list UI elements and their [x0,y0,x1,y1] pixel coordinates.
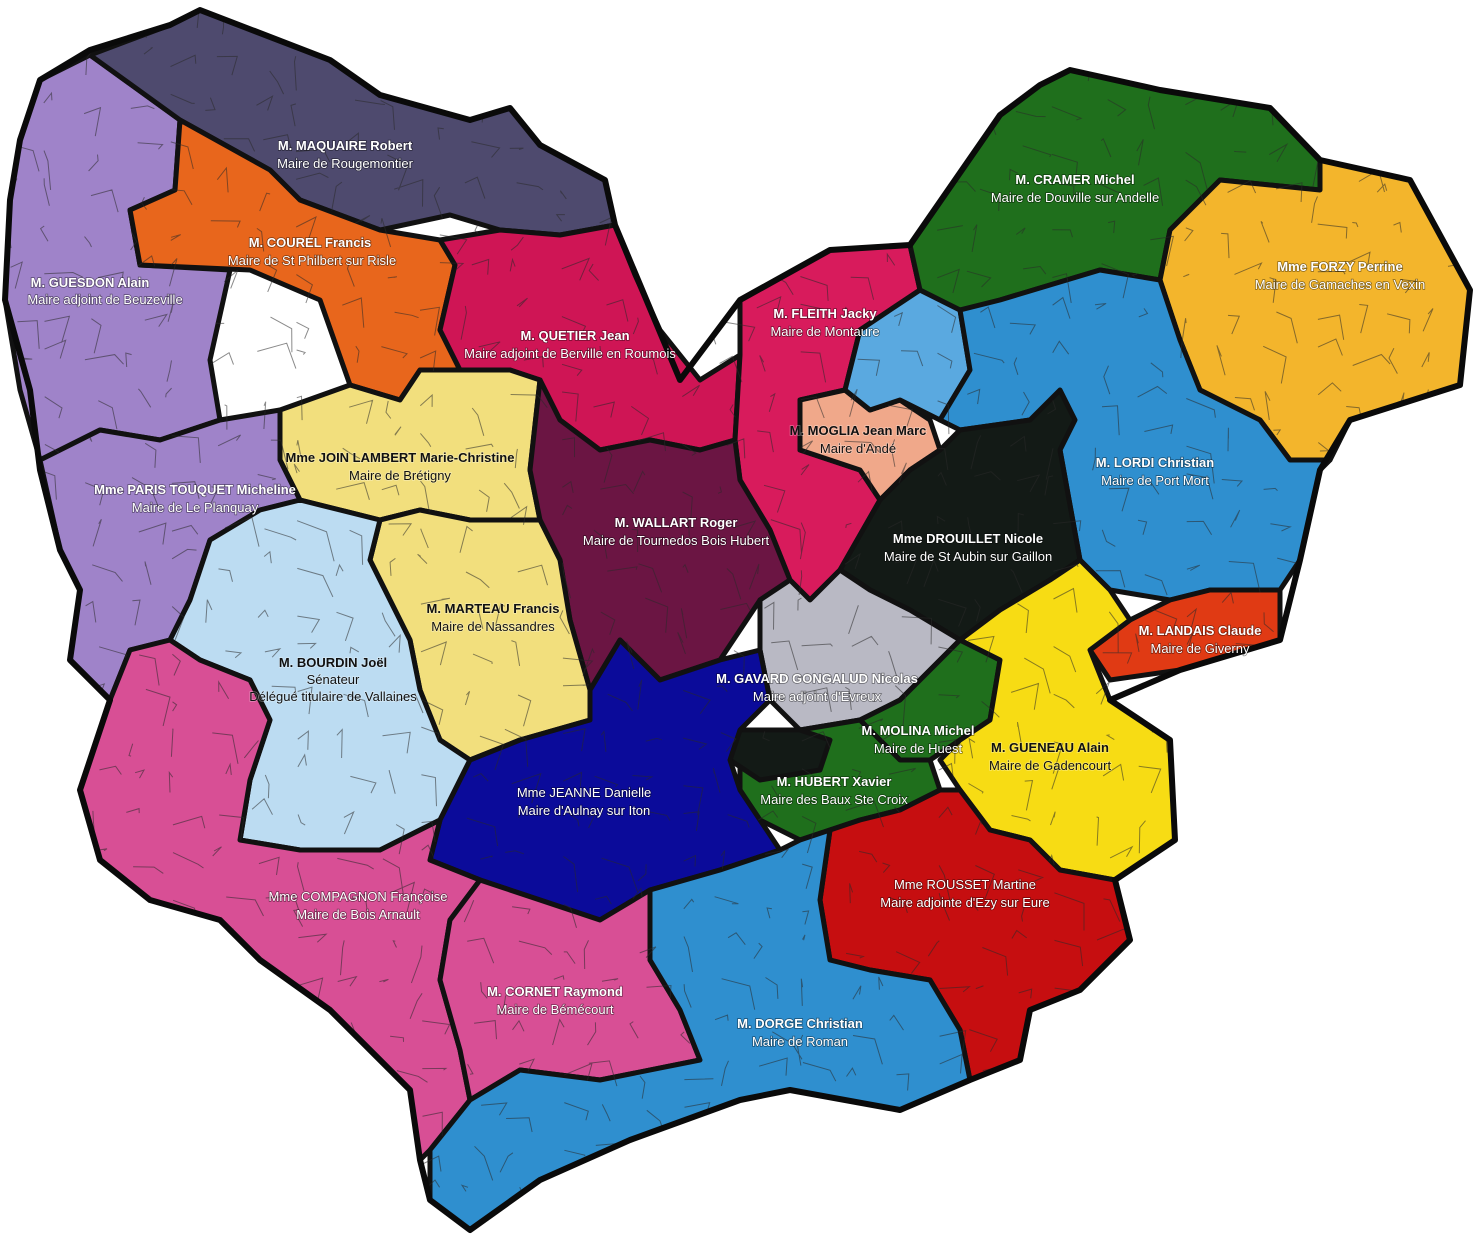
label-title: Maire de St Aubin sur Gaillon [884,549,1052,564]
label-title: Maire adjointe d'Ezy sur Eure [880,895,1049,910]
region-black-small[interactable] [727,727,833,783]
label-name: M. BOURDIN Joël [279,655,387,670]
label-title: Maire adjoint de Beuzeville [27,292,182,307]
label-name: M. MARTEAU Francis [427,601,560,616]
label-title: Sénateur [307,672,360,687]
label-title: Maire de Bémécourt [496,1002,613,1017]
label-title: Maire de Huest [874,741,963,756]
label-title: Maire de Gadencourt [989,758,1112,773]
label-title: Maire de Montaure [770,324,879,339]
label-title: Maire de Bois Arnault [296,907,420,922]
label-name: M. WALLART Roger [615,515,738,530]
canton-regions [2,7,1473,1233]
label-name: M. GUESDON Alain [31,275,150,290]
label-name: M. CORNET Raymond [487,984,623,999]
label-title: Maire de Roman [752,1034,848,1049]
label-name: M. MAQUAIRE Robert [278,138,413,153]
label-name: Mme JOIN LAMBERT Marie-Christine [286,450,515,465]
label-title: Maire adjoint de Berville en Roumois [464,346,676,361]
region-joinlambert[interactable] [277,367,543,523]
label-name: Mme JEANNE Danielle [517,785,651,800]
label-title: Maire des Baux Ste Croix [760,792,908,807]
label-name: M. MOLINA Michel [862,723,975,738]
label-title: Maire d'Andé [820,441,896,456]
label-name: M. DORGE Christian [737,1016,863,1031]
label-name: M. QUETIER Jean [520,328,629,343]
label-name: Mme ROUSSET Martine [894,877,1036,892]
label-name: M. MOGLIA Jean Marc [790,423,927,438]
label-name: M. LANDAIS Claude [1139,623,1262,638]
label-name: Mme DROUILLET Nicole [893,531,1043,546]
label-name: M. LORDI Christian [1096,455,1215,470]
label-title: Maire de Nassandres [431,619,555,634]
label-name: Mme COMPAGNON Françoise [269,889,448,904]
label-name: Mme PARIS TOUQUET Micheline [94,482,296,497]
label-name: M. GUENEAU Alain [991,740,1109,755]
label-title: Maire de Brétigny [349,468,451,483]
label-title: Maire de Giverny [1151,641,1250,656]
label-title: Maire de Gamaches en Vexin [1255,277,1426,292]
label-name: M. COUREL Francis [249,235,372,250]
label-title: Maire de Port Mort [1101,473,1209,488]
label-name: M. HUBERT Xavier [777,774,892,789]
label-name: M. CRAMER Michel [1015,172,1134,187]
label-title: Maire de Rougemontier [277,156,414,171]
label-title: Maire de Tournedos Bois Hubert [583,533,770,548]
department-outline [2,7,1473,1233]
label-name: M. GAVARD GONGALUD Nicolas [716,671,918,686]
label-title: Maire de St Philbert sur Risle [228,253,396,268]
label-title: Maire d'Aulnay sur Iton [518,803,651,818]
label-title: Maire de Douville sur Andelle [991,190,1159,205]
label-name: Mme FORZY Perrine [1277,259,1402,274]
label-extra: Délégué titulaire de Vallaines [249,689,417,704]
label-title: Maire de Le Planquay [132,500,259,515]
label-name: M. FLEITH Jacky [773,306,877,321]
label-title: Maire adjoint d'Evreux [753,689,882,704]
